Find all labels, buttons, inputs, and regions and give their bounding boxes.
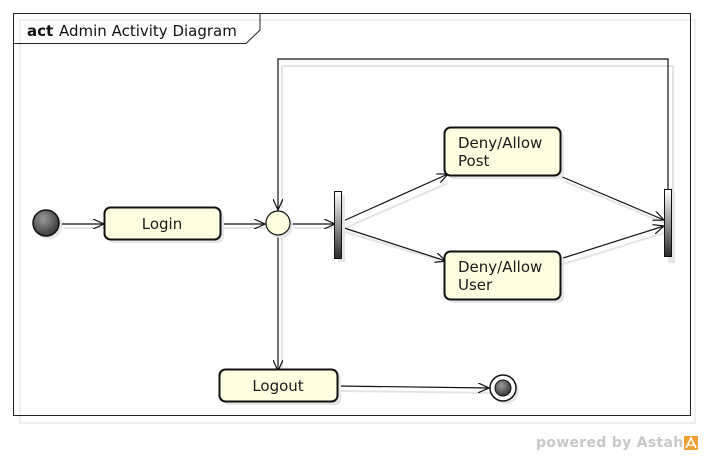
edge-post-to-join: [559, 175, 664, 220]
action-logout: Logout: [218, 368, 341, 405]
edge-logout-to-end: [336, 386, 489, 388]
frame-name: Admin Activity Diagram: [59, 22, 237, 40]
action-deny-allow-user: Deny/Allow User: [443, 250, 564, 303]
final-node: [489, 374, 519, 404]
edge-user-to-join: [559, 226, 664, 260]
astah-logo-icon: [684, 436, 698, 450]
powered-by-text: powered by Astah: [536, 435, 683, 451]
edge-join-to-merge: [278, 58, 669, 210]
deny-allow-user-line1: Deny/Allow: [458, 258, 542, 276]
edges: [60, 58, 669, 388]
logout-label: Logout: [252, 377, 303, 395]
merge-node: [265, 210, 293, 238]
deny-allow-post-line2: Post: [458, 152, 490, 170]
powered-by-footer: powered by Astah: [536, 435, 698, 451]
frame-title: act Admin Activity Diagram: [27, 22, 237, 40]
login-label: Login: [142, 215, 182, 233]
initial-node: [32, 209, 62, 239]
action-login: Login: [103, 206, 224, 243]
diagram-frame: [13, 13, 696, 424]
edge-fork-to-user: [340, 226, 446, 261]
join-bar: [664, 189, 675, 263]
edge-fork-to-post: [340, 174, 448, 223]
action-deny-allow-post: Deny/Allow Post: [443, 126, 564, 179]
deny-allow-user-line2: User: [458, 276, 493, 294]
deny-allow-post-line1: Deny/Allow: [458, 134, 542, 152]
edge-shadows: [64, 65, 674, 394]
frame-keyword: act: [27, 22, 53, 40]
fork-bar: [334, 191, 345, 262]
